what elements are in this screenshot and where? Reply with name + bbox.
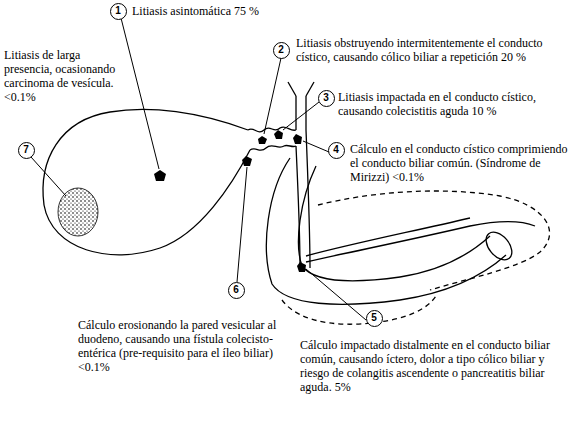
callout-number: 4	[333, 145, 339, 155]
callout-circle: 3	[318, 90, 335, 107]
callout-text: Litiasis asintomática 75 %	[132, 4, 372, 18]
callout-number: 5	[371, 313, 377, 323]
callout-circle: 1	[110, 3, 127, 20]
callout-number: 7	[23, 145, 29, 155]
callout-text: Cálculo impactado distalmente en el cond…	[300, 338, 572, 394]
callout-circle: 7	[18, 142, 35, 159]
callout-circle: 5	[366, 310, 383, 327]
callout-text: Litiasis impactada en el conducto cístic…	[338, 90, 572, 118]
callout-circle: 6	[228, 282, 245, 299]
callout-circle: 4	[328, 142, 345, 159]
callout-number: 2	[278, 45, 284, 55]
callout-number: 3	[323, 93, 329, 103]
callout-text: Litiasis obstruyendo intermitentemente e…	[296, 36, 570, 64]
callout-circle: 2	[273, 42, 290, 59]
callout-number: 6	[233, 285, 239, 295]
callout-number: 1	[115, 6, 121, 16]
callout-text: Cálculo en el conducto cístico comprimie…	[350, 142, 572, 184]
callout-text: Litiasis de larga presencia, ocasionando…	[4, 48, 122, 104]
callout-text: Cálculo erosionando la pared vesicular a…	[78, 318, 300, 374]
